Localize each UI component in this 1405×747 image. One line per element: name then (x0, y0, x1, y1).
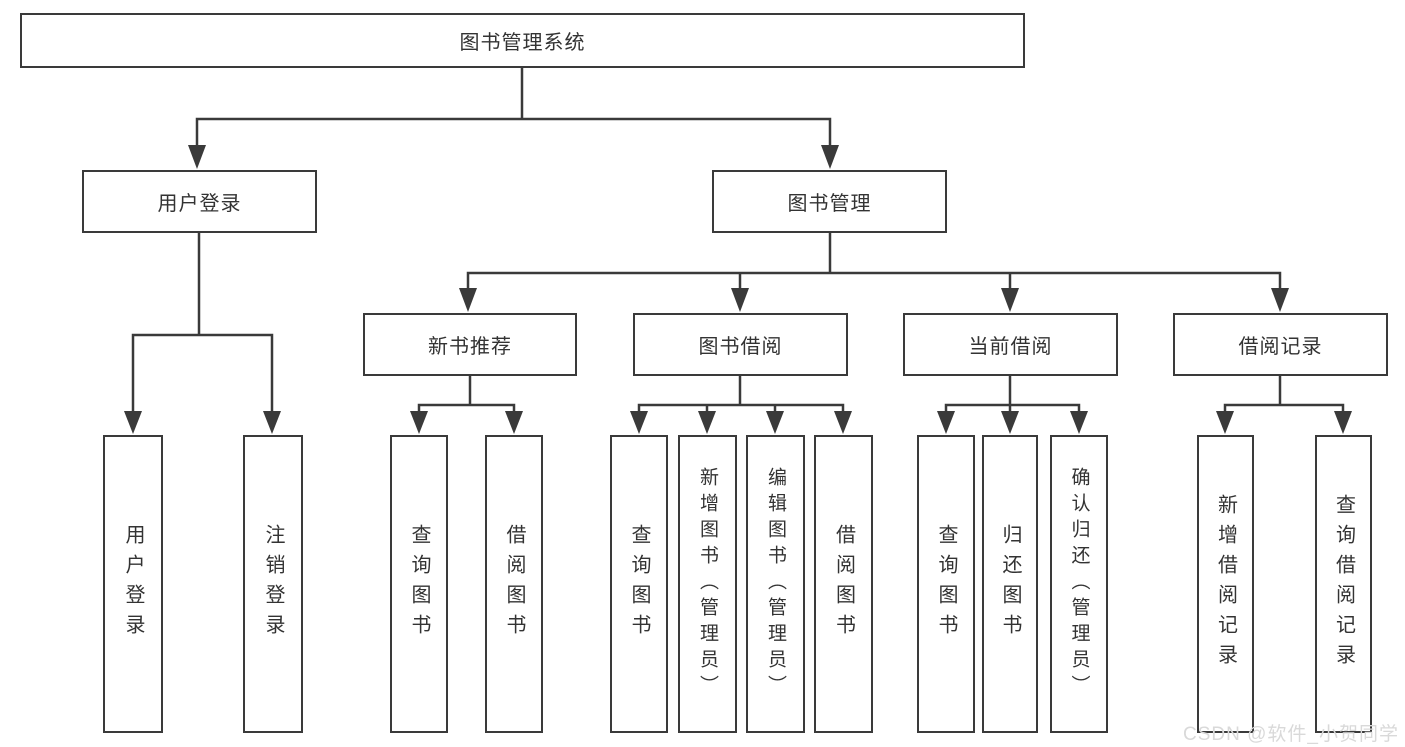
node-library-management-system: 图书管理系统 (20, 13, 1025, 68)
node-new-book-recommend: 新书推荐 (363, 313, 577, 376)
leaf-borrowing-query-book: 查询图书 (610, 435, 668, 733)
node-user-login: 用户登录 (82, 170, 317, 233)
leaf-recommend-borrow-book: 借阅图书 (485, 435, 543, 733)
node-book-borrowing: 图书借阅 (633, 313, 848, 376)
leaf-current-return-book: 归还图书 (982, 435, 1038, 733)
leaf-logout-login: 注销登录 (243, 435, 303, 733)
leaf-borrowing-add-book-admin: 新增图书（管理员） (678, 435, 737, 733)
leaf-borrowing-edit-book-admin: 编辑图书（管理员） (746, 435, 805, 733)
node-borrowing-records: 借阅记录 (1173, 313, 1388, 376)
leaf-recommend-query-book: 查询图书 (390, 435, 448, 733)
csdn-watermark: CSDN @软件_小贺同学 (1183, 724, 1399, 745)
leaf-current-query-book: 查询图书 (917, 435, 975, 733)
leaf-records-query-borrow-record: 查询借阅记录 (1315, 435, 1372, 733)
leaf-current-confirm-return-admin: 确认归还（管理员） (1050, 435, 1108, 733)
leaf-borrowing-borrow-book: 借阅图书 (814, 435, 873, 733)
node-current-borrowing: 当前借阅 (903, 313, 1118, 376)
leaf-records-add-borrow-record: 新增借阅记录 (1197, 435, 1254, 733)
node-book-management: 图书管理 (712, 170, 947, 233)
leaf-user-login: 用户登录 (103, 435, 163, 733)
